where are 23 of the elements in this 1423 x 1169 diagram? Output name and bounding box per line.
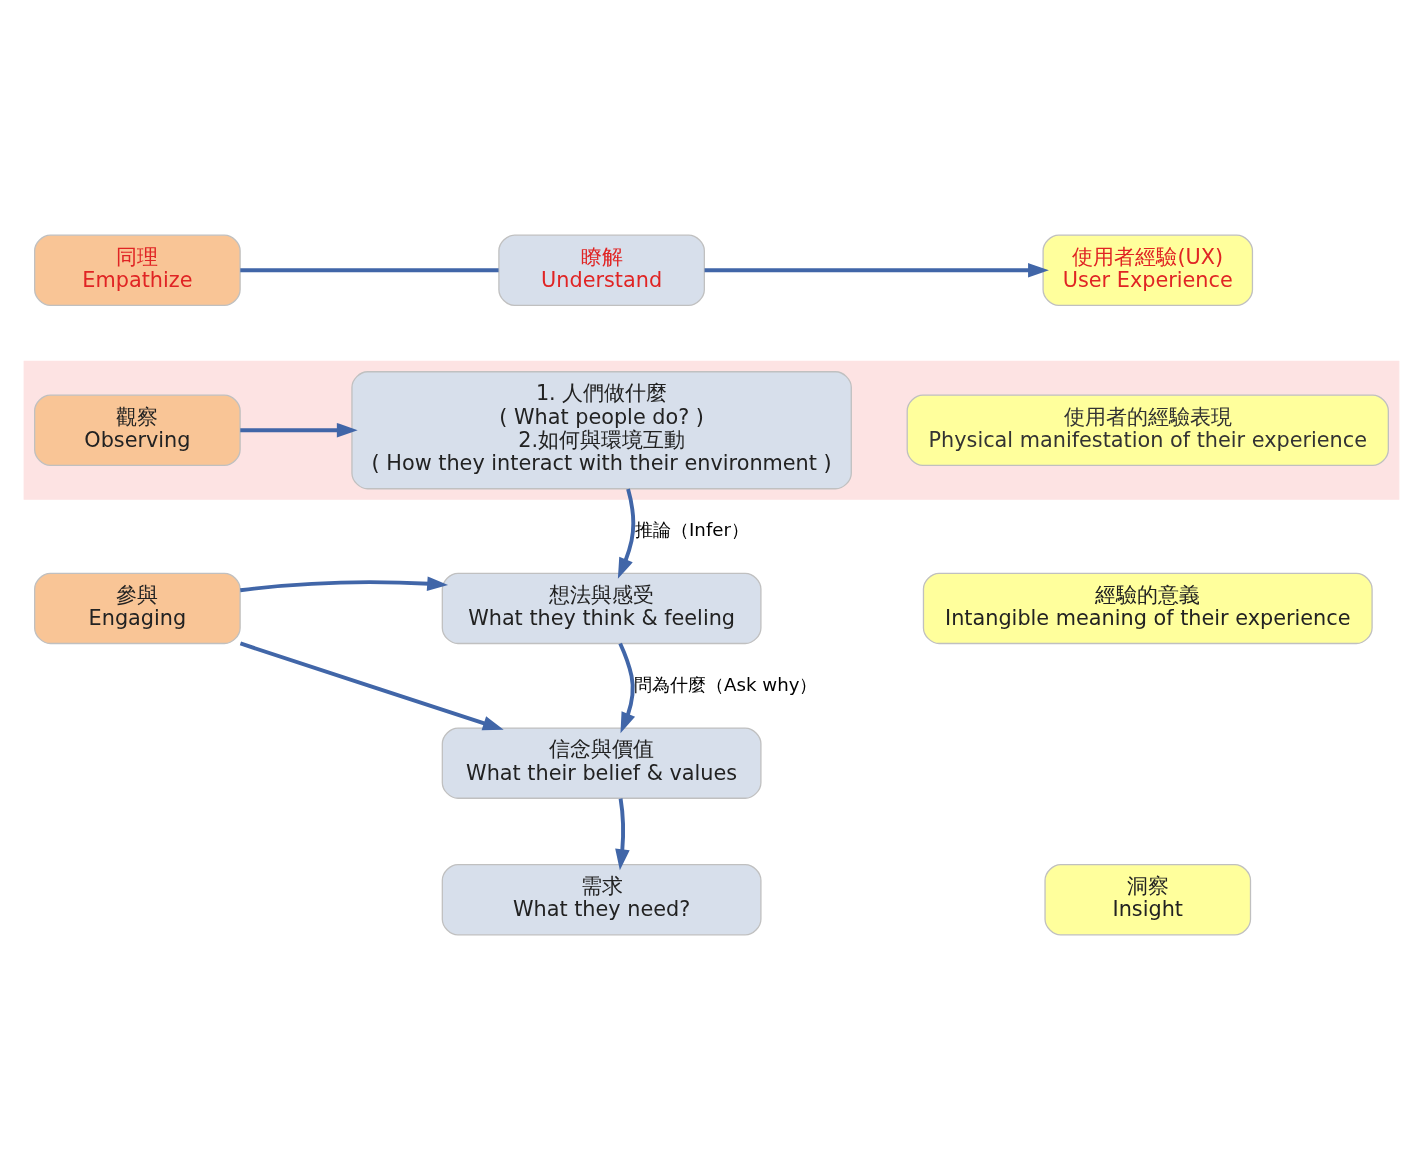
cluster: [23, 360, 1400, 500]
node-box: 想法與感受 What they think & feeling: [441, 572, 762, 644]
node-box: 同理 Empathize: [34, 234, 241, 306]
arrow: [704, 262, 1049, 278]
node-box: 需求 What they need?: [441, 863, 762, 935]
arrow: [615, 797, 630, 870]
connector: [240, 267, 499, 272]
node-box: 觀察 Observing: [34, 394, 241, 466]
edge-label: 問為什麼（Ask why）: [634, 673, 818, 695]
node-box: 1. 人們做什麼 ( What people do? ) 2.如何與環境互動 ( How they interact with their environment ): [351, 370, 852, 489]
node-box: 參與 Engaging: [34, 572, 241, 644]
arrow: [618, 642, 636, 733]
arrow: [240, 422, 358, 438]
node-box: 使用者的經驗表現 Physical manifestation of their experience: [906, 394, 1389, 466]
node-box: 洞察 Insight: [1044, 863, 1252, 935]
edge-label: 推論（Infer）: [635, 518, 749, 540]
node-box: 瞭解 Understand: [498, 234, 705, 306]
node-box: 使用者經驗(UX) User Experience: [1042, 234, 1254, 306]
node-box: 經驗的意義 Intangible meaning of their experience: [922, 572, 1373, 644]
arrow: [617, 488, 636, 579]
node-box: 信念與價值 What their belief & values: [441, 726, 762, 799]
arrow: [239, 641, 504, 730]
arrow: [240, 575, 449, 592]
